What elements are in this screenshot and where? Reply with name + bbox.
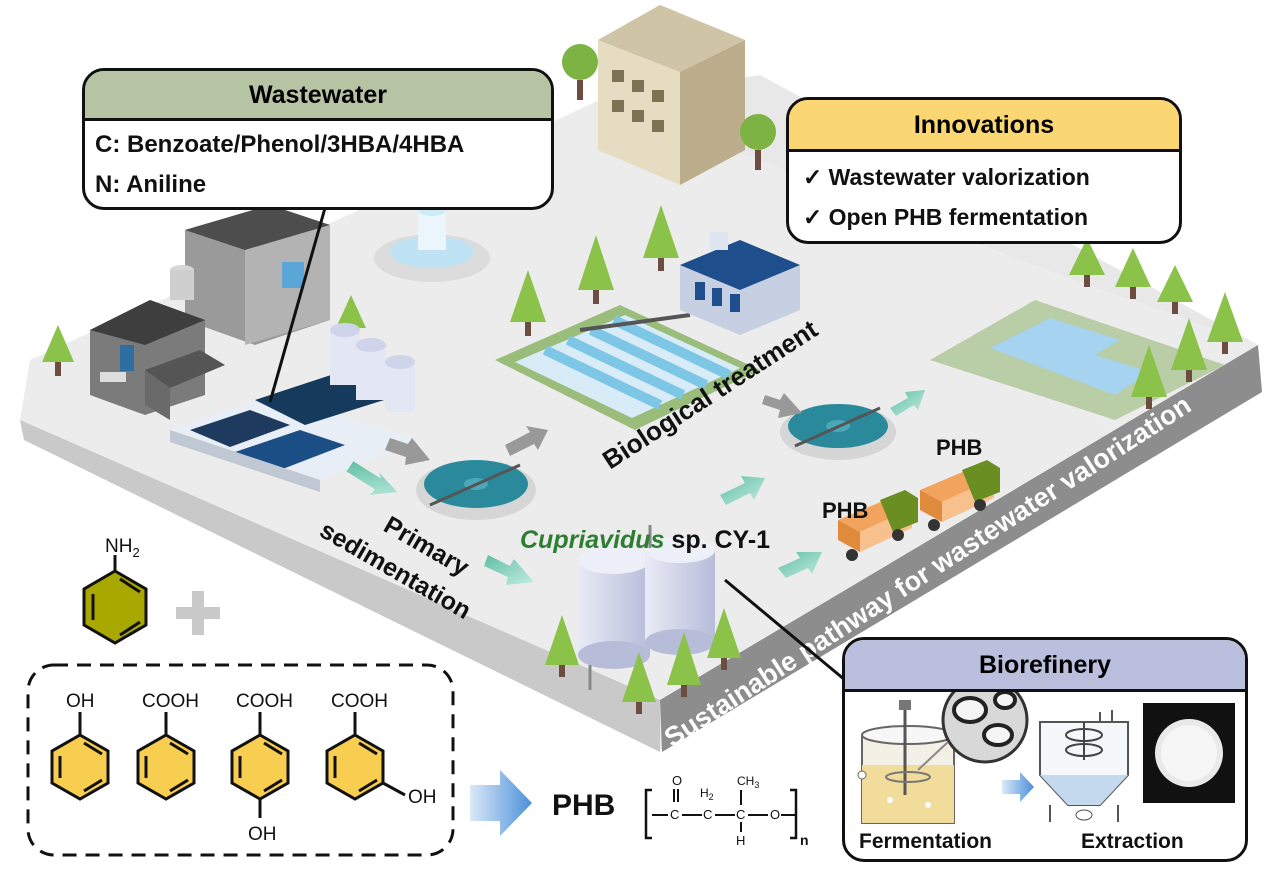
organism-genus: Cupriavidus: [520, 526, 665, 554]
flow-arrow-to-tanks: [484, 555, 534, 585]
poly-carbonyl-o: O: [672, 773, 682, 788]
biorefinery-title: Biorefinery: [845, 640, 1245, 692]
plus-icon: [176, 591, 220, 635]
poly-c2: C: [703, 807, 712, 822]
extraction-vessel-icon: [1039, 710, 1129, 822]
factory-building: [90, 205, 330, 420]
biorefinery-arrow: [1002, 772, 1034, 802]
tree-office-right: [740, 114, 776, 170]
phb-powder-photo: [1143, 703, 1235, 803]
phenol-structure: OH: [50, 691, 110, 801]
poly-h2: H: [700, 786, 709, 800]
poly-c1: C: [670, 807, 679, 822]
poly-ether-o: O: [770, 807, 780, 822]
fermentation-label: Fermentation: [859, 830, 993, 853]
hba3-oh: OH: [408, 787, 437, 808]
aromatics-dashed-box: [26, 663, 455, 857]
wastewater-callout: Wastewater C: Benzoate/Phenol/3HBA/4HBA …: [82, 68, 554, 210]
cell-micrograph-icon: [917, 676, 1029, 771]
aniline-structure: NH2: [82, 536, 148, 645]
hba4-oh: OH: [248, 824, 277, 845]
tree-left: [42, 325, 74, 376]
innovations-callout: Innovations ✓ Wastewater valorization ✓ …: [786, 97, 1182, 244]
benzoate-cooh: COOH: [142, 691, 199, 712]
svg-text:H2: H2: [700, 786, 714, 802]
organism-strain: sp. CY-1: [664, 526, 770, 554]
phb-truck-label-1: PHB: [822, 498, 868, 523]
phb-truck-2: [920, 460, 1000, 531]
primary-clarifier: [416, 460, 536, 520]
wastewater-title: Wastewater: [85, 71, 551, 121]
poly-ch3-sub: 3: [754, 780, 759, 790]
flow-arrow-to-clarifier2: [720, 476, 765, 505]
tree-bio-1: [510, 270, 546, 336]
wastewater-nitrogen-line: N: Aniline: [95, 171, 207, 198]
wastewater-carbon-line: C: Benzoate/Phenol/3HBA/4HBA: [95, 131, 465, 158]
innovation-item-2: ✓ Open PHB fermentation: [803, 204, 1089, 230]
svg-text:CH3: CH3: [737, 774, 759, 790]
fermentation-tanks: [578, 525, 715, 695]
innovation-item-1: ✓ Wastewater valorization: [803, 164, 1090, 190]
tree-bio-3: [643, 205, 679, 271]
tree-bio-2: [578, 235, 614, 304]
flow-arrow-to-trucks: [778, 552, 822, 578]
organism-label: Cupriavidus sp. CY-1: [520, 526, 770, 554]
secondary-clarifier: [780, 404, 896, 460]
phb-product-label: PHB: [552, 789, 615, 822]
hba4-structure: COOH OH: [230, 691, 293, 845]
biological-treatment-basins: [495, 232, 800, 430]
aniline-nh: NH: [105, 536, 132, 557]
flow-arrow-primary: [346, 461, 398, 495]
poly-ch3: CH: [737, 774, 754, 788]
hba3-structure: COOH OH: [325, 691, 437, 808]
poly-h: H: [736, 833, 745, 848]
fountain: [374, 204, 490, 282]
phenol-oh: OH: [66, 691, 95, 712]
benzoate-structure: COOH: [136, 691, 199, 801]
phb-truck-1: [838, 490, 918, 561]
poly-c3: C: [736, 807, 745, 822]
hba4-cooh: COOH: [236, 691, 293, 712]
poly-h2-sub: 2: [709, 792, 714, 802]
tree-tanks: [545, 608, 741, 714]
hba3-cooh: COOH: [331, 691, 388, 712]
storage-tanks: [330, 323, 415, 412]
flow-arrow-to-bio: [505, 426, 548, 456]
tree-row-right: [1069, 238, 1243, 409]
biorefinery-pointer: [724, 578, 846, 682]
conversion-arrow: [470, 770, 532, 836]
office-building: [598, 5, 745, 185]
phb-truck-label-2: PHB: [936, 435, 982, 460]
biorefinery-callout: Biorefinery Fermentation Extraction: [842, 637, 1248, 862]
phb-polymer-formula: O C C H2 CH3 C H O n: [644, 773, 809, 848]
svg-text:NH2: NH2: [105, 536, 140, 560]
innovations-title: Innovations: [789, 100, 1179, 152]
aniline-nh-sub: 2: [132, 545, 139, 560]
flow-arrow-to-primary-gray: [385, 438, 430, 465]
poly-n: n: [800, 832, 809, 848]
flow-arrow-to-pond: [890, 390, 925, 416]
extraction-label: Extraction: [1081, 830, 1184, 853]
wastewater-pointer: [268, 207, 327, 403]
tree-office-left: [562, 44, 598, 100]
flow-arrow-bio-out: [762, 393, 802, 418]
